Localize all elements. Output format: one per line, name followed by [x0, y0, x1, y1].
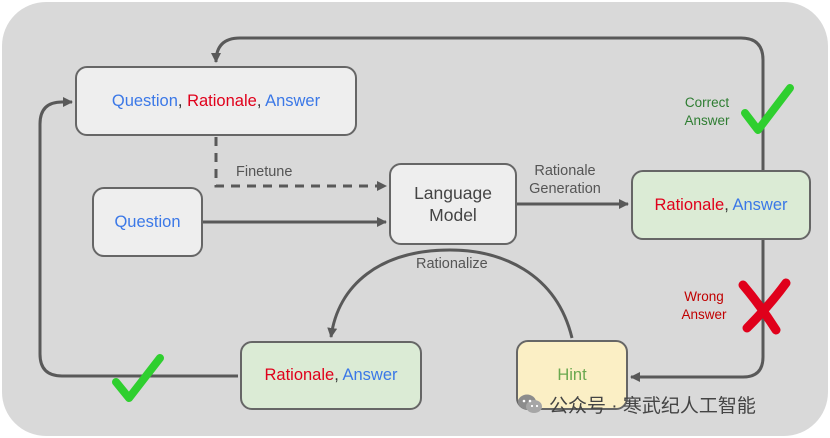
watermark-text: 公众号 · 寒武纪人工智能: [549, 395, 756, 417]
check-icon: [741, 84, 794, 134]
cross-icon: [738, 278, 791, 335]
question-box: Question: [92, 187, 203, 257]
rationale-generation-line2: Generation: [529, 181, 601, 197]
wechat-icon: [518, 394, 542, 413]
finetune-arrow: [214, 137, 387, 191]
hint-text: Hint: [557, 365, 587, 384]
wrong-line2: Answer: [681, 307, 727, 322]
separator: ,: [724, 195, 733, 214]
rationalized-rationale-answer-box: Rationale, Answer: [240, 341, 422, 410]
answer-text: Answer: [265, 91, 321, 110]
finetune-label: Finetune: [236, 164, 293, 180]
rationale-text: Rationale: [654, 195, 725, 214]
language-model-box: Language Model: [389, 163, 517, 245]
watermark: 公众号 · 寒武纪人工智能: [517, 391, 756, 417]
answer-text: Answer: [732, 195, 788, 214]
question-text: Question: [111, 91, 178, 110]
question-rationale-answer-box: Question, Rationale, Answer: [75, 66, 357, 136]
wrong-answer-label: Wrong Answer: [672, 288, 736, 324]
question-text: Question: [114, 212, 181, 231]
correct-loop-arrow: [211, 36, 765, 170]
correct-line1: Correct: [684, 95, 730, 110]
rationalize-arc: [327, 248, 574, 339]
wrong-answer-arrow: [630, 240, 765, 382]
correct-answer-label: Correct Answer: [675, 94, 739, 130]
separator: ,: [256, 91, 266, 110]
rationale-text: Rationale: [264, 366, 335, 384]
language-model-line2: Model: [429, 205, 477, 225]
correct-line2: Answer: [684, 113, 730, 128]
rationalize-label: Rationalize: [416, 256, 488, 272]
language-model-line1: Language: [414, 183, 492, 203]
separator: ,: [177, 91, 188, 110]
generated-rationale-answer-box: Rationale, Answer: [631, 170, 811, 240]
answer-text: Answer: [342, 366, 398, 384]
rationale-generation-label: Rationale Generation: [520, 162, 610, 198]
check-icon-bottom: [112, 354, 164, 402]
separator: ,: [334, 366, 343, 384]
rationale-text: Rationale: [187, 91, 257, 110]
wrong-line1: Wrong: [684, 289, 724, 304]
rationale-generation-line1: Rationale: [534, 163, 596, 179]
rationalize-loop-arrow: [38, 97, 238, 378]
